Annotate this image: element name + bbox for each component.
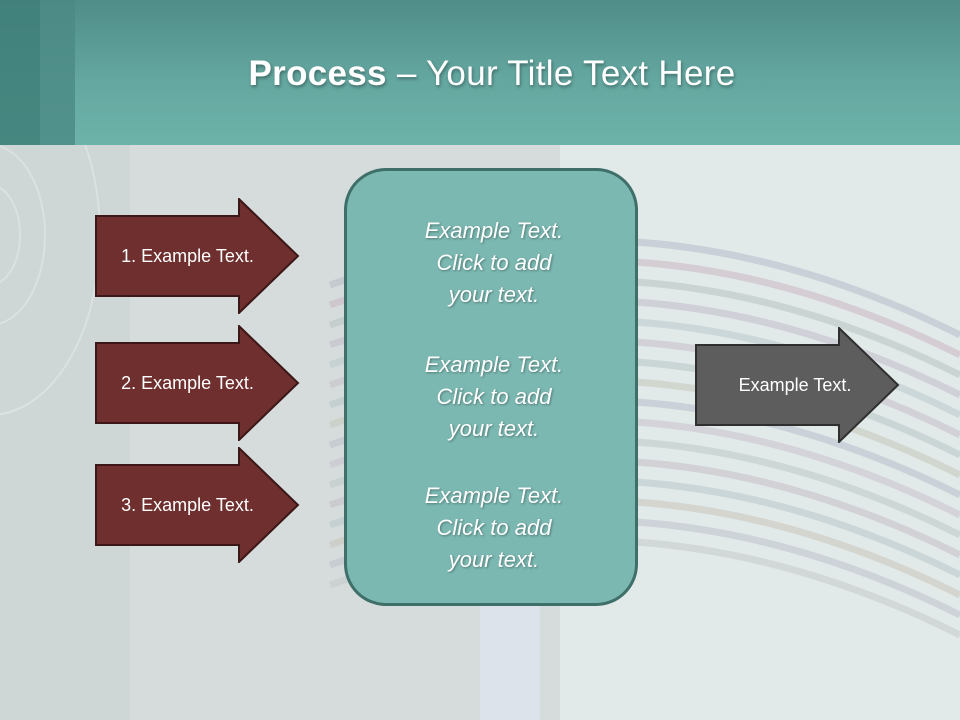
header-band: Process – Your Title Text Here xyxy=(0,0,960,145)
process-result-arrow[interactable]: Example Text. xyxy=(695,327,900,443)
center-text-block-3: Example Text. Click to add your text. xyxy=(347,480,641,576)
arrow-shape xyxy=(695,327,900,443)
title-bold: Process xyxy=(248,54,387,93)
arrow-shape xyxy=(95,198,300,314)
arrow-label: Example Text. xyxy=(738,374,852,395)
arrow-shape xyxy=(95,447,300,563)
slide-title[interactable]: Process – Your Title Text Here xyxy=(0,52,960,96)
text-line: Example Text. xyxy=(424,483,564,508)
arrow-label: 3. Example Text. xyxy=(121,494,254,515)
title-rest: – Your Title Text Here xyxy=(386,54,736,93)
header-accent-block xyxy=(40,0,75,145)
text-line: your text. xyxy=(448,416,540,441)
text-line: Example Text. xyxy=(424,352,564,377)
center-text-block-2: Example Text. Click to add your text. xyxy=(347,349,641,445)
text-line: Click to add xyxy=(436,384,552,409)
text-line: Click to add xyxy=(436,250,552,275)
text-line: your text. xyxy=(448,282,540,307)
text-line: Click to add xyxy=(436,515,552,540)
arrow-shape xyxy=(95,325,300,441)
text-line: your text. xyxy=(448,547,540,572)
center-text-box[interactable]: Example Text. Click to add your text. Ex… xyxy=(344,168,638,606)
process-step-2-arrow[interactable]: 2. Example Text. xyxy=(95,325,300,441)
arrow-label: 2. Example Text. xyxy=(121,372,254,393)
process-step-1-arrow[interactable]: 1. Example Text. xyxy=(95,198,300,314)
process-step-3-arrow[interactable]: 3. Example Text. xyxy=(95,447,300,563)
text-line: Example Text. xyxy=(424,218,564,243)
arrow-label: 1. Example Text. xyxy=(121,245,254,266)
header-accent-block xyxy=(0,0,40,145)
center-text-block-1: Example Text. Click to add your text. xyxy=(347,215,641,311)
